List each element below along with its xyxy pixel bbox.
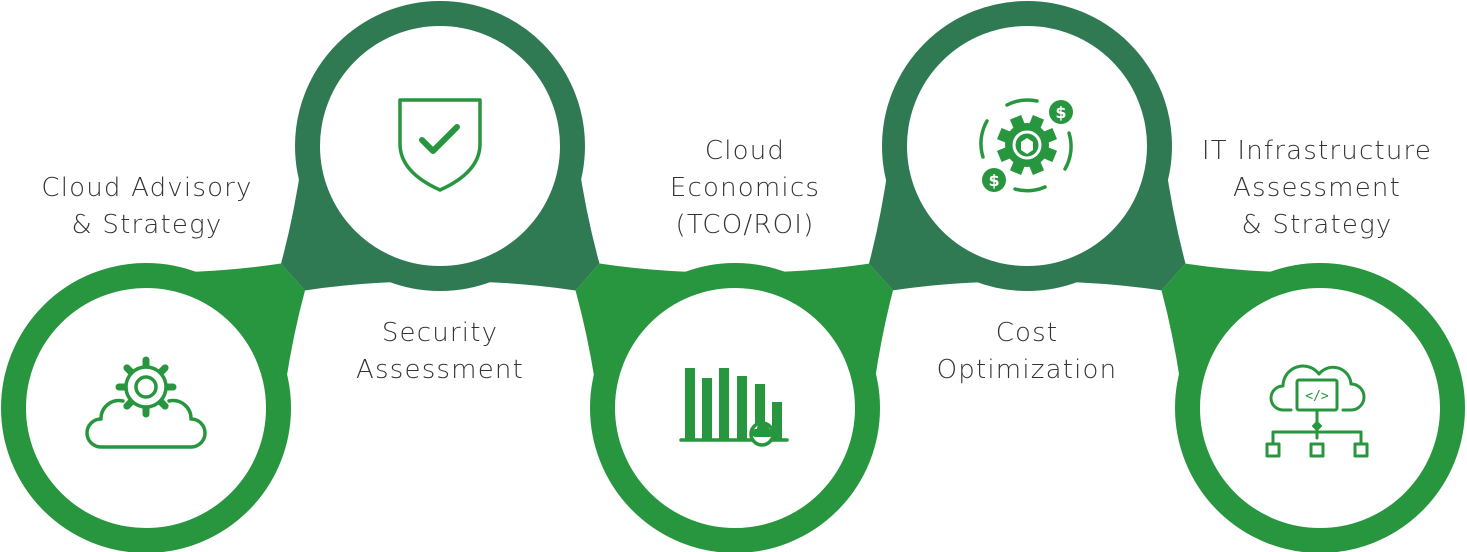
label-cost-optimization: Cost Optimization: [877, 315, 1177, 389]
label-line: Security: [381, 318, 499, 348]
bar-chart-cloud-icon: [679, 368, 789, 447]
label-line: Cloud Advisory: [41, 173, 253, 203]
label-line: IT Infrastructure: [1201, 136, 1433, 166]
label-line: & Strategy: [1241, 210, 1393, 240]
label-line: Assessment: [1233, 173, 1401, 203]
svg-text:$: $: [1055, 103, 1066, 122]
cloud-gear-icon: [85, 356, 207, 449]
step-ring-3: [590, 263, 880, 552]
label-it-infrastructure: IT Infrastructure Assessment & Strategy: [1167, 133, 1467, 244]
svg-text:$: $: [988, 171, 999, 190]
gear-dollar-cycle-icon: $ $: [979, 98, 1073, 193]
cloud-code-network-icon: </>: [1265, 364, 1369, 458]
svg-text:</>: </>: [1305, 389, 1329, 404]
label-cloud-advisory: Cloud Advisory & Strategy: [0, 170, 297, 244]
label-security-assessment: Security Assessment: [290, 315, 590, 389]
label-line: Cost: [995, 318, 1059, 348]
label-line: (TCO/ROI): [675, 210, 815, 240]
label-line: Optimization: [936, 355, 1118, 385]
shield-check-icon: [398, 98, 482, 192]
label-line: Assessment: [356, 355, 524, 385]
label-cloud-economics: Cloud Economics (TCO/ROI): [595, 133, 895, 244]
label-line: & Strategy: [71, 210, 223, 240]
label-line: Economics: [669, 173, 821, 203]
label-line: Cloud: [704, 136, 786, 166]
